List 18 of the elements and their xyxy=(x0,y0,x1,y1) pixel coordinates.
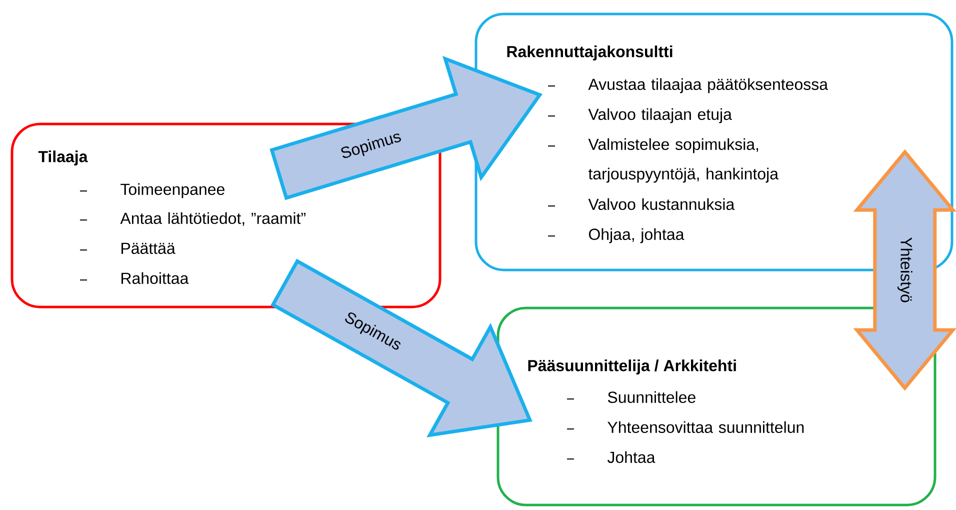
block-arrow xyxy=(853,149,956,391)
edge-label: Yhteistyö xyxy=(896,236,914,304)
list-item: Antaa lähtötiedot, ”raamit” xyxy=(120,212,306,226)
heading: Pääsuunnittelija / Arkkitehti xyxy=(528,360,736,374)
list-item: Avustaa tilaajaa päätöksenteossa xyxy=(588,78,828,94)
edge-label: Sopimus xyxy=(338,128,404,164)
list-item: Rahoittaa xyxy=(122,272,189,284)
list-item: Yhteensovittaa suunnittelun xyxy=(608,421,804,433)
list-item: Valvoo kustannuksia xyxy=(588,198,735,210)
list-item: Toimeenpanee xyxy=(120,183,224,198)
heading: Tilaaja xyxy=(38,150,88,166)
list-item: Ohjaa, johtaa xyxy=(588,228,684,244)
list-item: Valvoo tilaajan etuja xyxy=(588,108,732,124)
list-item: Valmistelee sopimuksia, tarjouspyyntöjä, hankintoja xyxy=(588,138,778,183)
list-item: Suunnittelee xyxy=(608,391,696,403)
list-item: Johtaa xyxy=(607,451,656,463)
heading: Rakennuttajakonsultti xyxy=(507,46,672,60)
list-item: Päättää xyxy=(122,242,176,254)
